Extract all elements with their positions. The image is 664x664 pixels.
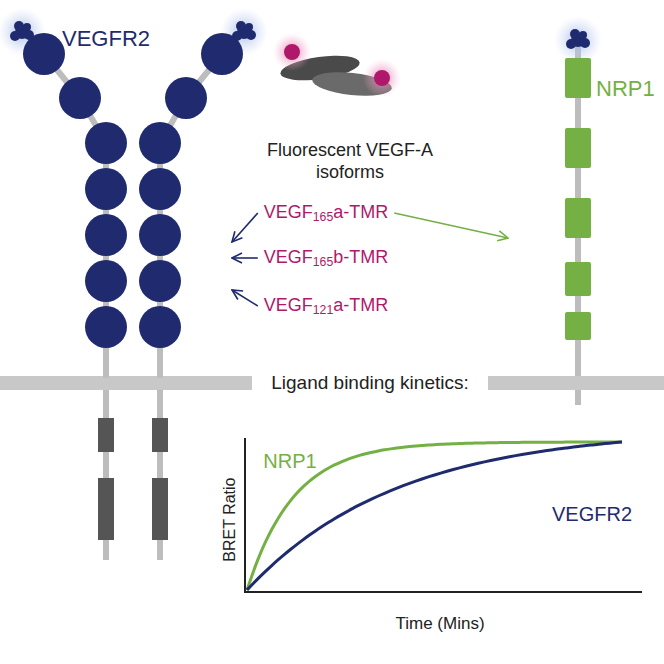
glycan — [566, 39, 576, 49]
ig-domain — [85, 168, 127, 210]
receptor-name: NRP1 — [596, 76, 655, 102]
kinase-domain — [98, 478, 114, 540]
ig-domain — [85, 260, 127, 302]
glycan — [570, 29, 580, 39]
glycan-glow — [554, 16, 602, 64]
fluorophore — [374, 70, 390, 86]
glycan — [14, 21, 24, 31]
binding-arrow — [394, 213, 508, 238]
glycan — [236, 21, 246, 31]
receptor-name: VEGFR2 — [62, 26, 150, 52]
ig-domain — [165, 77, 207, 119]
ig-domain — [139, 260, 181, 302]
fluorophore-glow — [273, 33, 311, 71]
ig-domain — [139, 214, 181, 256]
ligand-label: VEGF165b-TMR — [261, 245, 391, 271]
ligand-label: VEGF121a-TMR — [261, 293, 391, 319]
ig-domain — [85, 122, 127, 164]
nrp1-domain — [565, 262, 591, 296]
nrp1-domain — [565, 198, 591, 238]
cell-membrane — [488, 376, 664, 390]
glycan — [23, 23, 31, 31]
ligand-name: VEGF121a-TMR — [264, 295, 388, 317]
curve-label: VEGFR2 — [552, 502, 632, 526]
y-axis-title: BRET Ratio — [219, 478, 238, 562]
ig-domain — [85, 214, 127, 256]
chart-axes — [245, 438, 642, 592]
curve-label: NRP1 — [263, 449, 316, 473]
ig-domain — [85, 306, 127, 348]
nrp1-domain — [565, 312, 591, 340]
ig-domain — [139, 122, 181, 164]
nrp1-domain — [565, 58, 591, 98]
fluorophore — [284, 44, 300, 60]
ig-domain — [139, 168, 181, 210]
nrp1-receptor: NRP1 — [506, 20, 656, 370]
ligand-name: VEGF165b-TMR — [264, 247, 388, 269]
ig-domain — [139, 306, 181, 348]
ig-domain — [201, 33, 243, 75]
glycan — [10, 31, 20, 41]
ligand-name: VEGF165a-TMR — [264, 202, 388, 224]
ligand-caption: Fluorescent VEGF-A isoforms — [262, 140, 438, 183]
binding-arrow — [232, 290, 258, 306]
kinase-domain — [98, 418, 114, 452]
glycan — [580, 38, 590, 48]
fluorophore-glow — [363, 59, 401, 97]
x-axis-title: Time (Mins) — [395, 614, 484, 634]
glycan — [245, 23, 253, 31]
binding-arrow — [232, 213, 258, 242]
chart-title: Ligand binding kinetics: — [271, 372, 469, 395]
kinase-domain — [152, 478, 168, 540]
ligand-label: VEGF165a-TMR — [261, 200, 391, 226]
ig-domain — [59, 77, 101, 119]
vegfr2-receptor: VEGFR2 — [8, 16, 234, 370]
kinase-domain — [152, 418, 168, 452]
cell-membrane — [0, 376, 252, 390]
nrp1-domain — [565, 128, 591, 168]
ig-domain — [23, 33, 65, 75]
glycan — [579, 31, 587, 39]
glycan — [246, 30, 256, 40]
binding-arrow — [232, 257, 258, 259]
